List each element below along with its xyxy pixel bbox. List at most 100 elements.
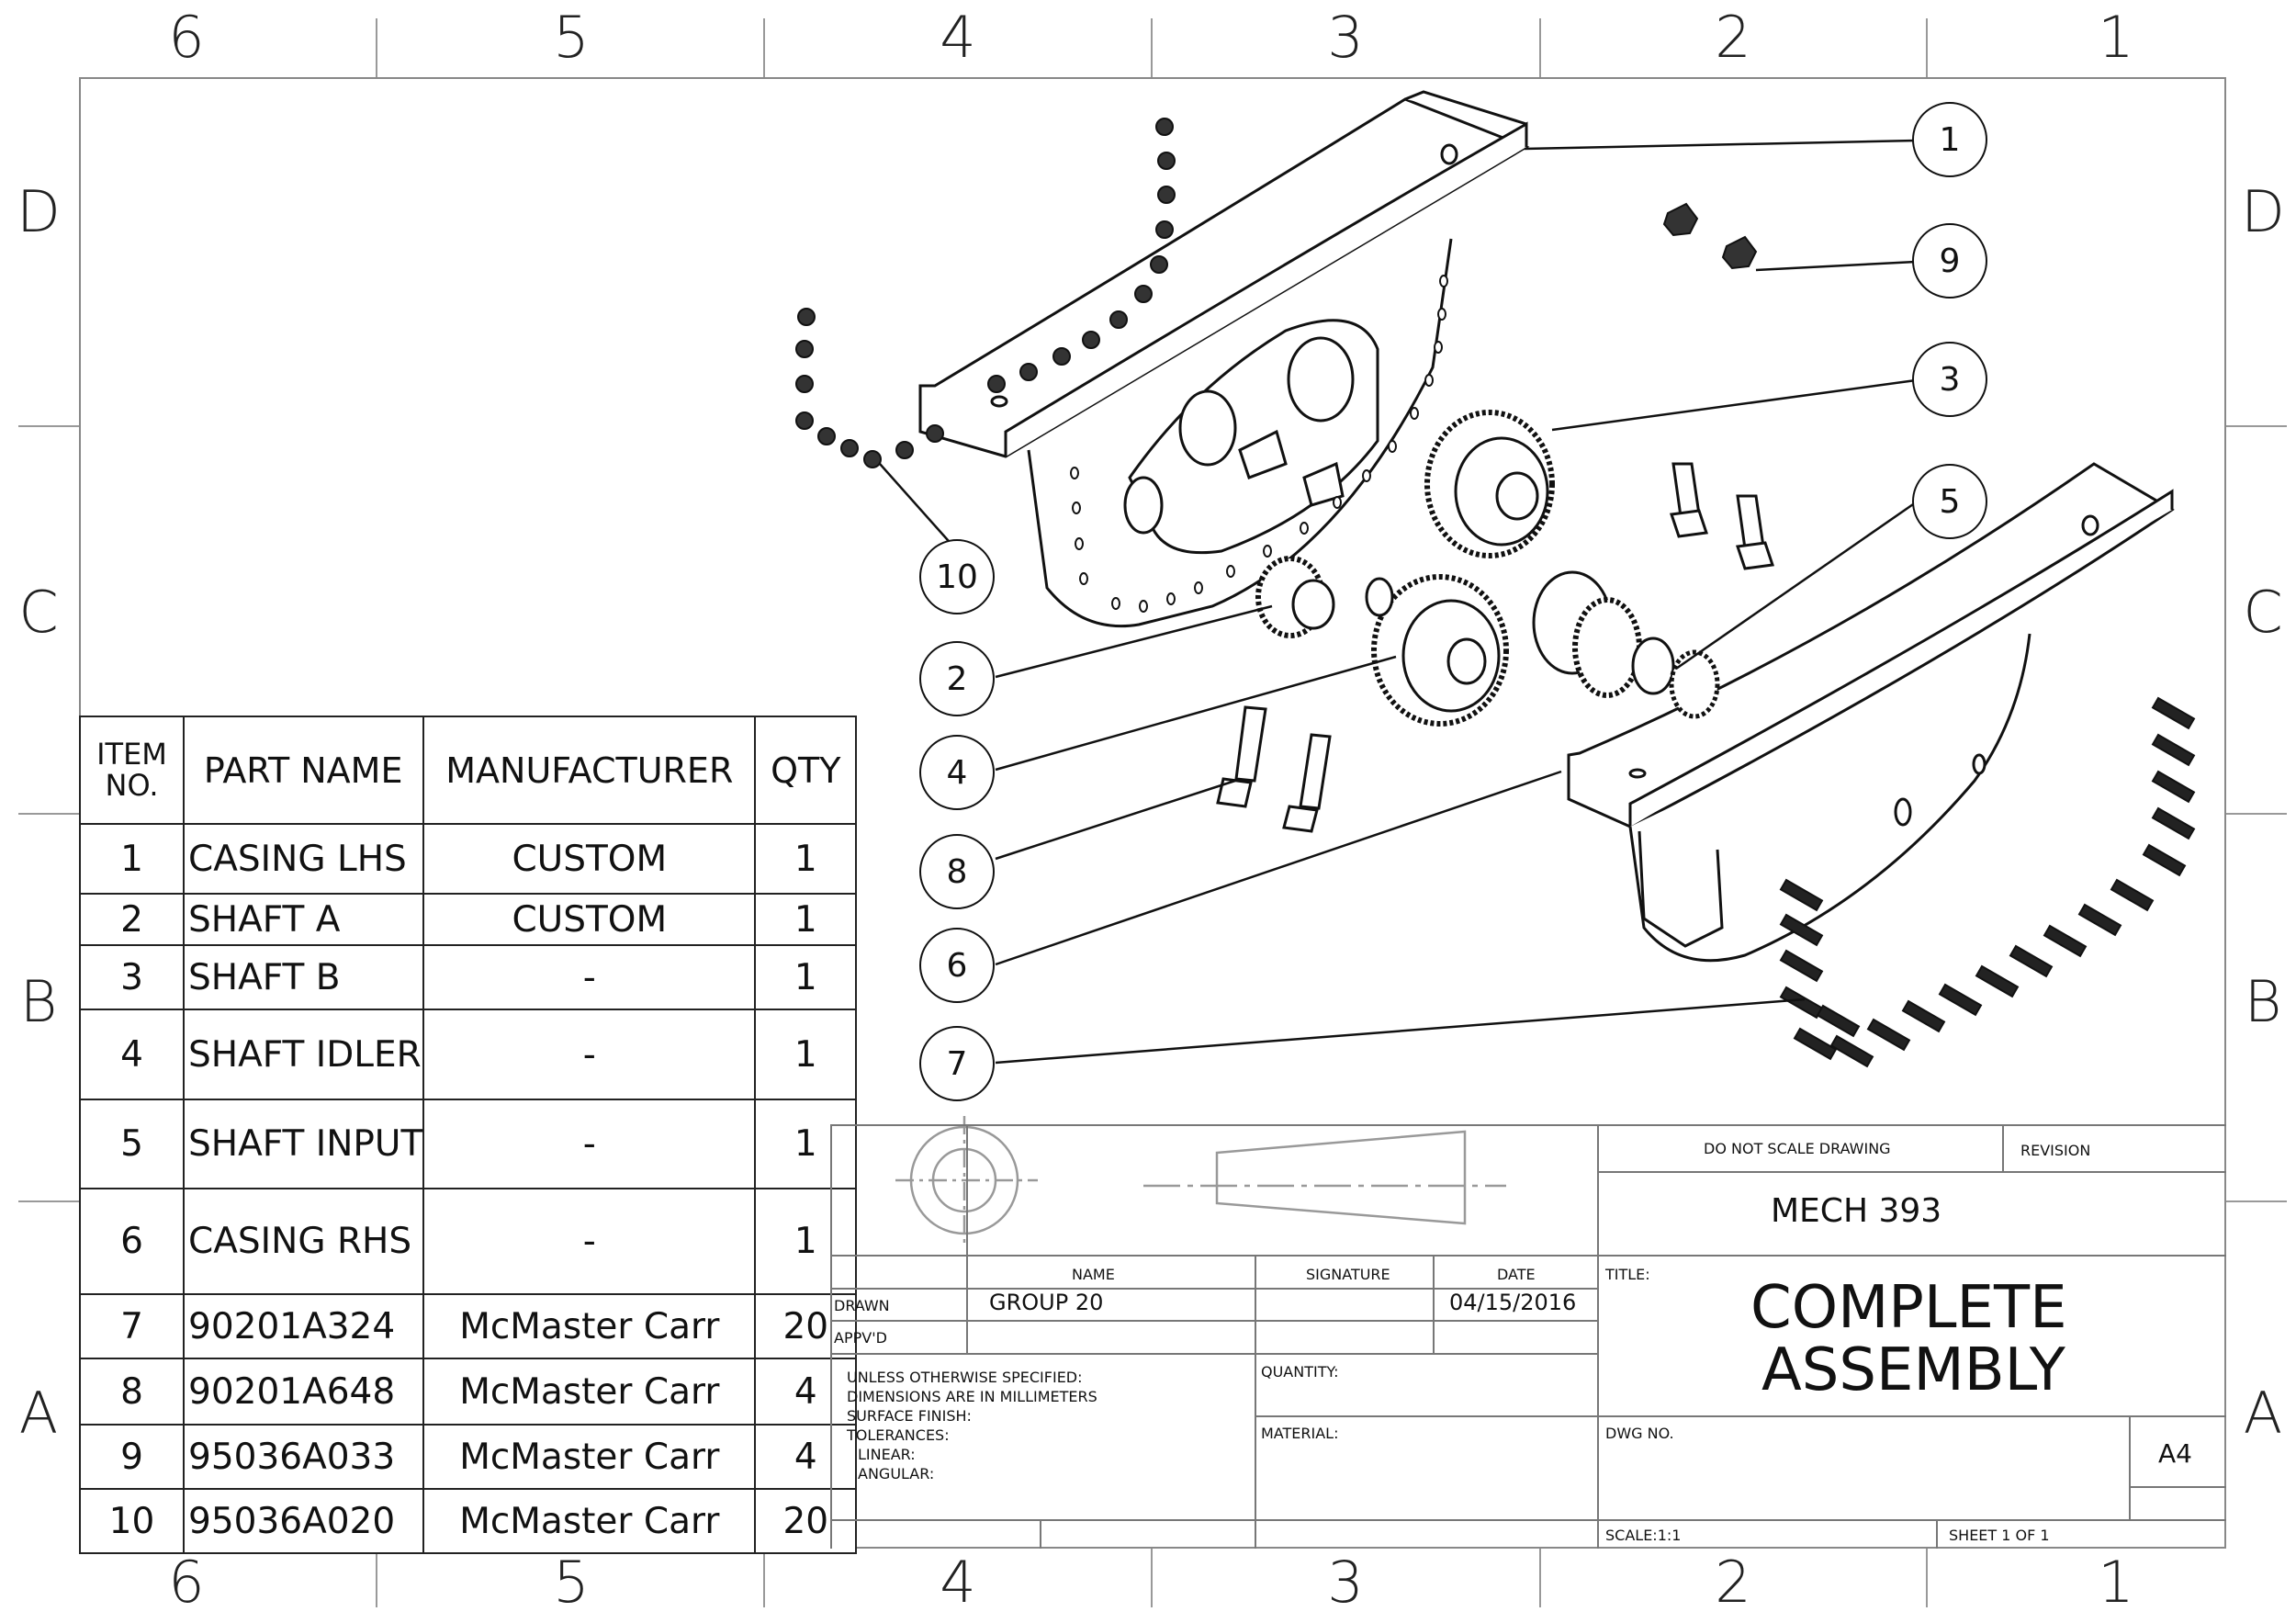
do-not-scale-label: DO NOT SCALE DRAWING [1704,1140,1891,1157]
bill-of-materials: ITEM NO. PART NAME MANUFACTURER QTY 1 CA… [79,716,858,1554]
table-row: 5 SHAFT INPUT - 1 [79,1099,858,1189]
notes-line: SURFACE FINISH: [847,1407,972,1425]
notes-line: ANGULAR: [858,1465,935,1482]
table-row: 9 95036A033 McMaster Carr 4 [79,1424,858,1490]
material-label: MATERIAL: [1261,1425,1339,1442]
bom-part-name: CASING RHS [182,1188,425,1295]
bom-header-part-name: PART NAME [182,716,425,825]
notes-line: UNLESS OTHERWISE SPECIFIED: [847,1369,1083,1386]
item-balloon: 8 [919,834,995,909]
zone-column-label: 5 [553,4,590,71]
zone-row-label: B [2244,968,2282,1035]
zone-column-label: 4 [940,1549,976,1616]
sheet-size: A4 [2158,1438,2192,1469]
bom-manufacturer: - [422,1009,757,1100]
zone-column-label: 2 [1715,4,1751,71]
zone-row-label: A [18,1380,59,1447]
zone-column-label: 3 [1327,1549,1364,1616]
table-row: 4 SHAFT IDLER - 1 [79,1009,858,1100]
zone-row-label: D [17,178,61,245]
bom-part-name: 95036A020 [182,1488,425,1554]
bom-manufacturer: CUSTOM [422,893,757,946]
bom-manufacturer: McMaster Carr [422,1488,757,1554]
bom-header-item-no: ITEM NO. [79,716,185,825]
zone-row-label: D [2241,178,2285,245]
bom-part-name: 90201A648 [182,1358,425,1426]
zone-column-label: 3 [1327,4,1364,71]
bom-item-no: 2 [79,893,185,946]
quantity-label: QUANTITY: [1261,1363,1339,1381]
table-row: 7 90201A324 McMaster Carr 20 [79,1293,858,1359]
notes-line: TOLERANCES: [847,1426,950,1444]
casing-rhs [1567,462,2175,963]
table-row: 8 90201A648 McMaster Carr 4 [79,1358,858,1426]
bom-manufacturer: - [422,944,757,1010]
course-code: MECH 393 [1771,1192,1942,1230]
item-balloon: 1 [1912,102,1987,177]
bom-header-qty: QTY [754,716,858,825]
bom-qty: 1 [754,823,858,895]
zone-column-label: 4 [940,4,976,71]
notes-line: LINEAR: [858,1446,916,1463]
bom-part-name: SHAFT A [182,893,425,946]
item-balloon: 3 [1912,342,1987,417]
zone-column-label: 1 [2098,1549,2134,1616]
bom-qty: 1 [754,1009,858,1100]
bom-manufacturer: McMaster Carr [422,1358,757,1426]
sheet-number: SHEET 1 OF 1 [1949,1527,2050,1544]
bom-qty: 1 [754,1188,858,1295]
bom-qty: 4 [754,1424,858,1490]
bom-qty: 20 [754,1293,858,1359]
bom-part-name: CASING LHS [182,823,425,895]
item-balloon: 2 [919,641,995,716]
item-balloon: 7 [919,1026,995,1101]
cap-screws [1779,696,2196,1068]
bom-item-no: 7 [79,1293,185,1359]
zone-row-label: B [19,968,58,1035]
drawn-label: DRAWN [834,1297,890,1314]
scale-label: SCALE:1:1 [1605,1527,1682,1544]
bom-item-no: 5 [79,1099,185,1189]
table-row: 6 CASING RHS - 1 [79,1188,858,1295]
bom-item-no: 6 [79,1188,185,1295]
table-row: 2 SHAFT A CUSTOM 1 [79,893,858,946]
date-column-label: DATE [1497,1266,1536,1283]
revision-label: REVISION [2020,1142,2091,1159]
bom-part-name: SHAFT B [182,944,425,1010]
bom-manufacturer: - [422,1099,757,1189]
gears [1255,410,1720,727]
bom-qty: 4 [754,1358,858,1426]
drawing-title-line2: ASSEMBLY [1761,1336,2065,1404]
bom-manufacturer: McMaster Carr [422,1424,757,1490]
bom-item-no: 8 [79,1358,185,1426]
drawn-name: GROUP 20 [989,1290,1104,1315]
zone-column-label: 2 [1715,1549,1751,1616]
bom-item-no: 9 [79,1424,185,1490]
zone-column-label: 1 [2098,4,2134,71]
zone-row-label: C [18,579,59,646]
signature-column-label: SIGNATURE [1306,1266,1390,1283]
bom-manufacturer: McMaster Carr [422,1293,757,1359]
dwg-no-label: DWG NO. [1605,1425,1674,1442]
table-row: 3 SHAFT B - 1 [79,944,858,1010]
bom-header-manufacturer: MANUFACTURER [422,716,757,825]
appvd-label: APPV'D [834,1329,887,1347]
title-label: TITLE: [1605,1266,1650,1283]
bom-part-name: SHAFT IDLER [182,1009,425,1100]
bom-qty: 1 [754,893,858,946]
bom-item-no: 3 [79,944,185,1010]
bom-qty: 1 [754,1099,858,1189]
bolts [1216,462,1774,833]
table-row: 10 95036A020 McMaster Carr 20 [79,1488,858,1554]
item-balloon: 5 [1912,464,1987,539]
bom-part-name: SHAFT INPUT [182,1099,425,1189]
zone-row-label: C [2243,579,2283,646]
bom-item-no: 1 [79,823,185,895]
bom-item-no: 4 [79,1009,185,1100]
drawn-date: 04/15/2016 [1449,1290,1577,1315]
fasteners [795,118,1758,468]
item-balloon: 9 [1912,223,1987,299]
projection-symbol [895,1116,1506,1245]
zone-row-label: A [2243,1380,2283,1447]
bom-manufacturer: - [422,1188,757,1295]
